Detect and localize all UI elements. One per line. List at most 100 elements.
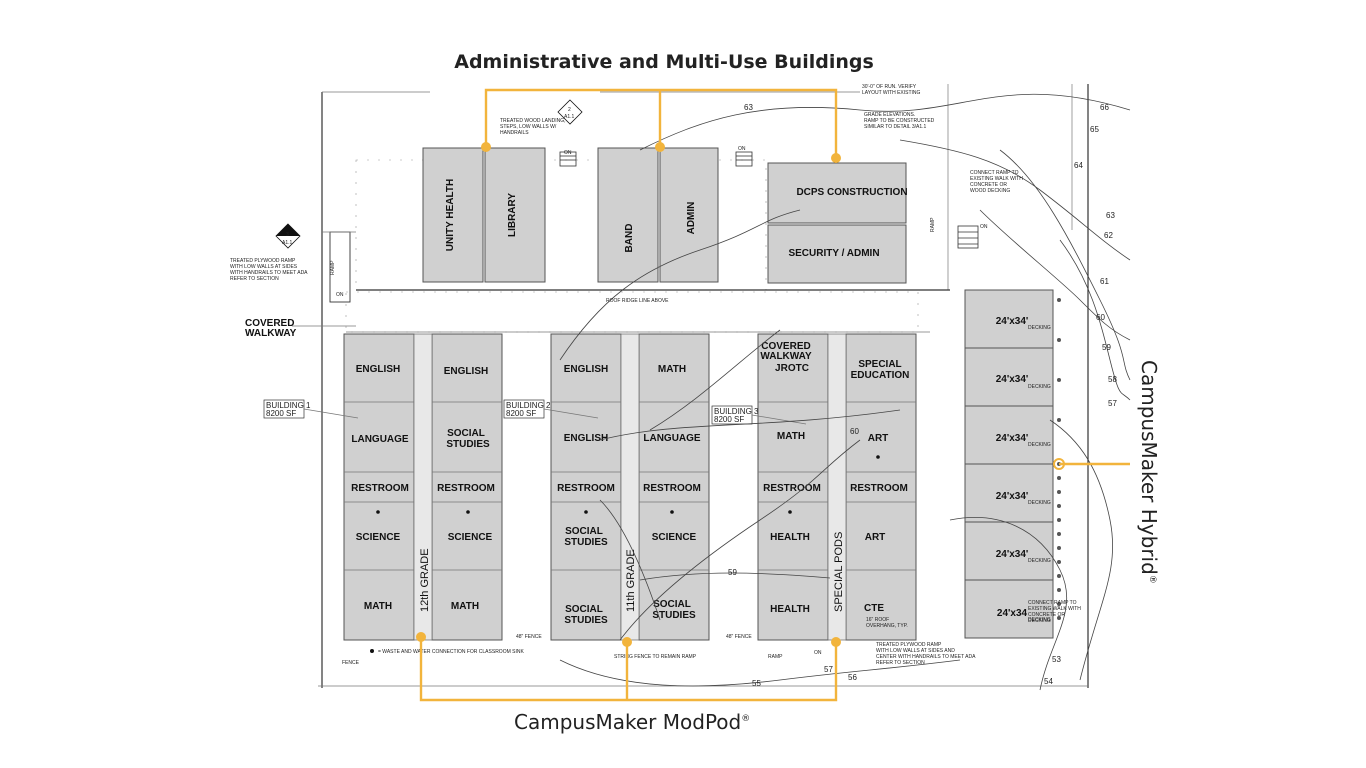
- svg-text:59: 59: [728, 568, 737, 577]
- contour-lines: [559, 93, 1131, 691]
- svg-text:RESTROOM: RESTROOM: [850, 483, 908, 494]
- svg-text:30'-0" OF RUN. VERIFY: 30'-0" OF RUN. VERIFY: [862, 84, 917, 90]
- svg-text:DECKING: DECKING: [1028, 384, 1051, 390]
- svg-text:A1.1: A1.1: [564, 114, 575, 120]
- svg-text:JROTC: JROTC: [775, 363, 809, 374]
- svg-text:WITH LOW WALLS AT SIDES AND: WITH LOW WALLS AT SIDES AND: [876, 648, 955, 654]
- svg-text:61: 61: [1100, 277, 1109, 286]
- svg-text:HEALTH: HEALTH: [770, 604, 810, 615]
- unity-health-building: [422, 147, 484, 283]
- svg-text:= WASTE AND WATER CONNECTION F: = WASTE AND WATER CONNECTION FOR CLASSRO…: [378, 649, 524, 655]
- svg-text:ON: ON: [738, 146, 746, 152]
- post-column: [1057, 298, 1061, 620]
- dcps-label: DCPS CONSTRUCTION: [796, 187, 907, 198]
- svg-text:FENCE: FENCE: [342, 660, 360, 666]
- svg-text:24'x34': 24'x34': [996, 433, 1029, 444]
- svg-text:WALKWAY: WALKWAY: [760, 351, 812, 362]
- svg-text:54: 54: [1044, 677, 1053, 686]
- svg-text:48" FENCE: 48" FENCE: [516, 634, 542, 640]
- canopy-admin: [345, 159, 919, 333]
- dcps-building: [767, 162, 907, 224]
- svg-text:SPECIAL PODS: SPECIAL PODS: [833, 532, 845, 612]
- svg-text:63: 63: [744, 103, 753, 112]
- svg-text:WALKWAY: WALKWAY: [245, 328, 297, 339]
- svg-text:WITH LOW WALLS AT SIDES: WITH LOW WALLS AT SIDES: [230, 264, 298, 270]
- svg-text:EXISTING WALK WITH: EXISTING WALK WITH: [1028, 606, 1081, 612]
- svg-text:RESTROOM: RESTROOM: [351, 483, 409, 494]
- svg-text:48" FENCE: 48" FENCE: [726, 634, 752, 640]
- band-label: BAND: [624, 224, 635, 253]
- svg-text:ENGLISH: ENGLISH: [444, 366, 488, 377]
- svg-text:CONNECT RAMP TO: CONNECT RAMP TO: [1028, 600, 1077, 606]
- svg-text:REFER TO SECTION: REFER TO SECTION: [876, 660, 925, 666]
- svg-text:ON: ON: [814, 650, 822, 656]
- svg-text:LAYOUT WITH EXISTING: LAYOUT WITH EXISTING: [862, 90, 921, 96]
- contour-labels: 63 65 66 64 63 62 61 60 59 58 57 60 59 5…: [728, 103, 1117, 688]
- svg-text:COVERED: COVERED: [245, 318, 294, 329]
- svg-text:STUDIES: STUDIES: [652, 610, 696, 621]
- svg-text:ON: ON: [336, 292, 344, 298]
- svg-text:24'x34': 24'x34': [996, 491, 1029, 502]
- svg-text:ENGLISH: ENGLISH: [356, 364, 400, 375]
- svg-text:11th GRADE: 11th GRADE: [625, 549, 637, 612]
- svg-text:64: 64: [1074, 161, 1083, 170]
- svg-text:MATH: MATH: [451, 601, 479, 612]
- svg-text:WOOD DECKING: WOOD DECKING: [970, 188, 1010, 194]
- svg-text:24'x34': 24'x34': [996, 549, 1029, 560]
- svg-text:SIMILAR TO DETAIL 3/A1.1: SIMILAR TO DETAIL 3/A1.1: [864, 124, 927, 130]
- svg-text:SCIENCE: SCIENCE: [652, 532, 697, 543]
- svg-text:63: 63: [1106, 211, 1115, 220]
- admin-buildings: UNITY HEALTH LIBRARY BAND ADMIN DCPS CON…: [422, 147, 908, 284]
- svg-text:55: 55: [752, 679, 761, 688]
- svg-text:57: 57: [824, 665, 833, 674]
- security-label: SECURITY / ADMIN: [788, 248, 879, 259]
- svg-text:8200 SF: 8200 SF: [714, 415, 744, 424]
- svg-text:58: 58: [1108, 375, 1117, 384]
- svg-text:60: 60: [850, 427, 859, 436]
- svg-text:DECKING: DECKING: [1028, 442, 1051, 448]
- svg-text:60: 60: [1096, 313, 1105, 322]
- svg-text:ART: ART: [868, 433, 889, 444]
- hybrid-label: CampusMaker Hybrid®: [1137, 360, 1161, 584]
- svg-text:24'x34': 24'x34': [996, 316, 1029, 327]
- svg-text:STUDIES: STUDIES: [446, 439, 490, 450]
- svg-text:SCIENCE: SCIENCE: [448, 532, 493, 543]
- svg-text:RAMP: RAMP: [330, 260, 336, 275]
- svg-text:RESTROOM: RESTROOM: [437, 483, 495, 494]
- svg-text:DECKING: DECKING: [1028, 500, 1051, 506]
- svg-text:CONCRETE OR: CONCRETE OR: [970, 182, 1007, 188]
- svg-text:BUILDING 2: BUILDING 2: [506, 401, 551, 410]
- svg-text:SCIENCE: SCIENCE: [356, 532, 401, 543]
- svg-text:CONCRETE OR: CONCRETE OR: [1028, 612, 1065, 618]
- svg-text:24'x34': 24'x34': [996, 374, 1029, 385]
- modpod-label: CampusMaker ModPod®: [514, 710, 750, 734]
- svg-text:GRADE ELEVATIONS.: GRADE ELEVATIONS.: [864, 112, 915, 118]
- svg-text:59: 59: [1102, 343, 1111, 352]
- svg-text:65: 65: [1090, 125, 1099, 134]
- svg-text:57: 57: [1108, 399, 1117, 408]
- hybrid-units: 24'x34' 24'x34' 24'x34' 24'x34' 24'x34' …: [964, 289, 1054, 639]
- svg-text:MATH: MATH: [364, 601, 392, 612]
- svg-text:TREATED PLYWOOD RAMP: TREATED PLYWOOD RAMP: [876, 642, 942, 648]
- admin-label: ADMIN: [686, 202, 697, 235]
- svg-text:DECKING: DECKING: [1028, 558, 1051, 564]
- svg-text:STEPS, LOW WALLS W/: STEPS, LOW WALLS W/: [500, 124, 557, 130]
- svg-text:RESTROOM: RESTROOM: [557, 483, 615, 494]
- svg-text:12th GRADE: 12th GRADE: [419, 548, 431, 612]
- svg-text:ROOF RIDGE LINE ABOVE: ROOF RIDGE LINE ABOVE: [606, 298, 669, 304]
- svg-text:3: 3: [286, 232, 289, 238]
- svg-text:2: 2: [568, 107, 571, 113]
- admin-building: [659, 147, 719, 283]
- svg-text:8200 SF: 8200 SF: [506, 409, 536, 418]
- svg-text:SPECIAL: SPECIAL: [858, 359, 901, 370]
- svg-text:ON: ON: [980, 224, 988, 230]
- svg-text:16" ROOF: 16" ROOF: [866, 617, 889, 623]
- svg-text:RAMP: RAMP: [930, 217, 936, 232]
- svg-text:66: 66: [1100, 103, 1109, 112]
- svg-text:62: 62: [1104, 231, 1113, 240]
- svg-text:REFER TO SECTION: REFER TO SECTION: [230, 276, 279, 282]
- unity-health-label: UNITY HEALTH: [445, 179, 456, 251]
- svg-text:ENGLISH: ENGLISH: [564, 433, 608, 444]
- svg-text:HANDRAILS: HANDRAILS: [500, 130, 529, 136]
